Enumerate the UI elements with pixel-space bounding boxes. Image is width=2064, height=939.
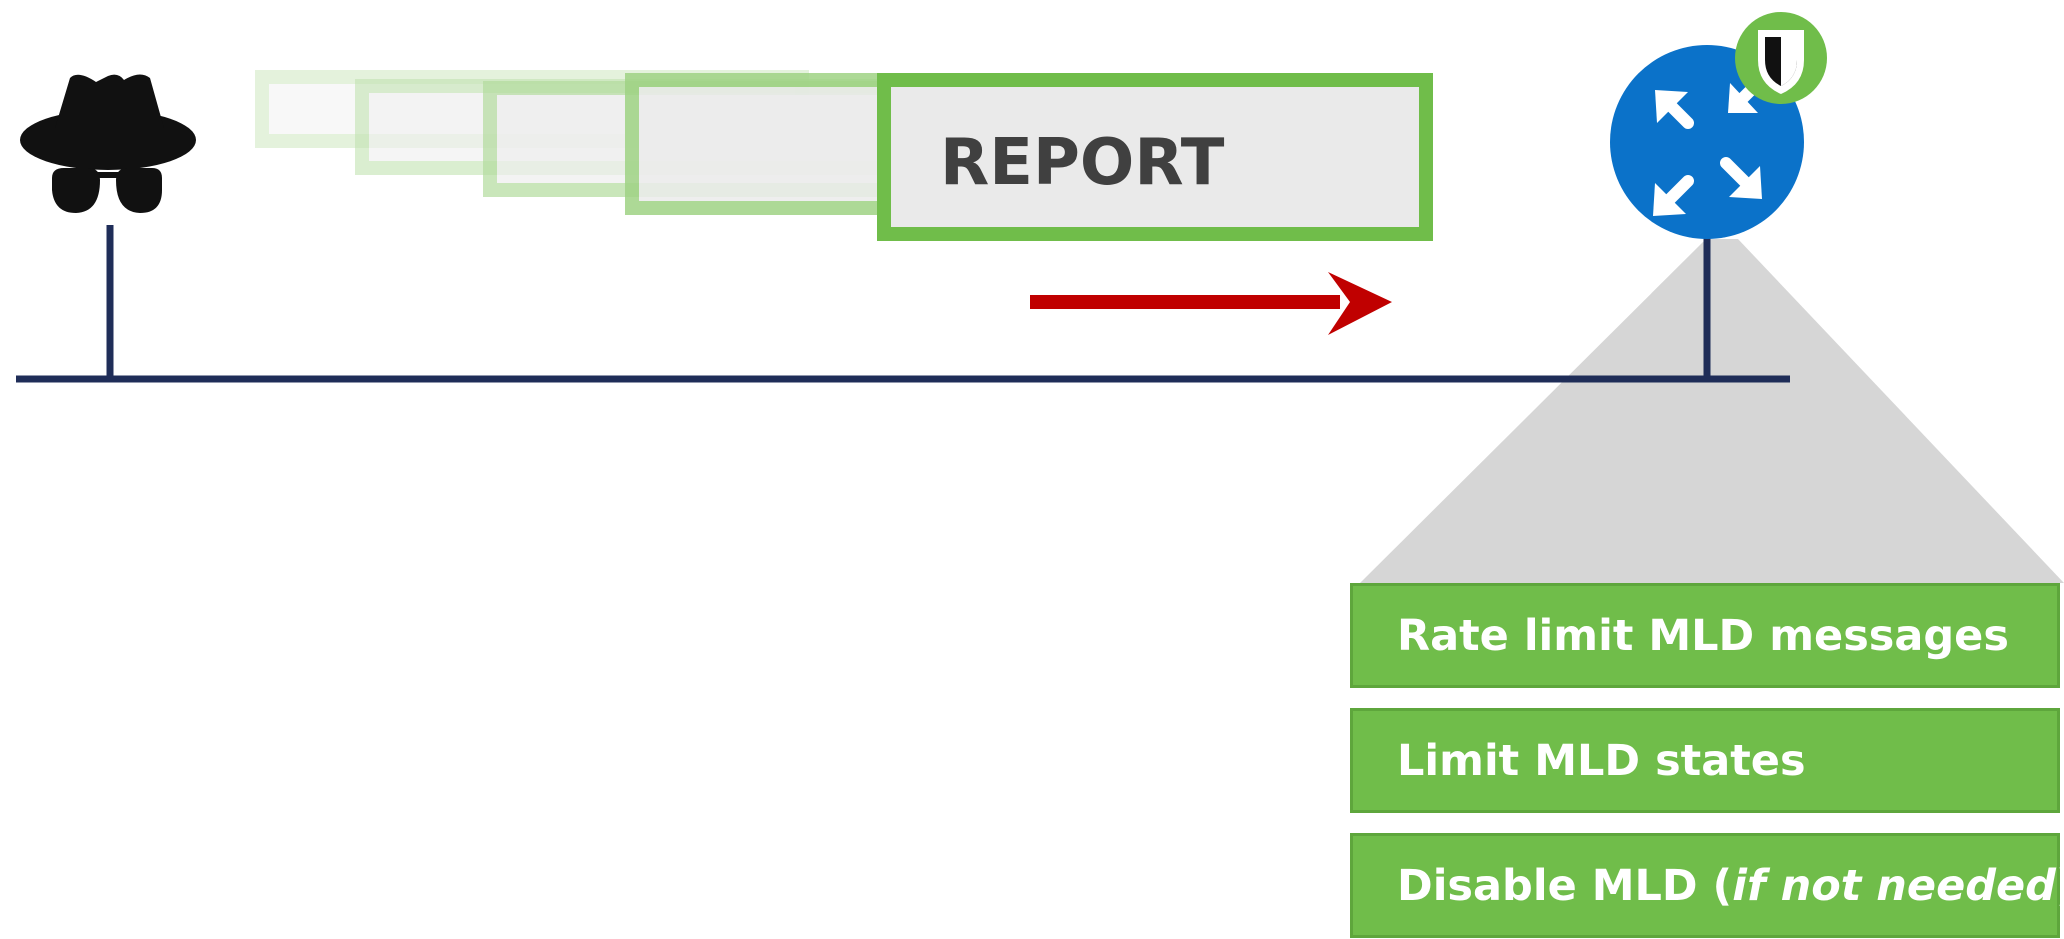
mitigation-label: Limit MLD states [1397, 735, 1806, 786]
report-label: REPORT [940, 126, 1225, 200]
mitigation-label: Rate limit MLD messages [1397, 610, 2009, 661]
mitigation-disable-mld: Disable MLD (if not needed) [1350, 833, 2064, 938]
mitigation-rate-limit: Rate limit MLD messages [1350, 583, 2060, 688]
mitigation-label-suffix: ) [2056, 861, 2064, 911]
direction-arrow [1030, 272, 1392, 335]
hacker-icon [20, 74, 196, 213]
mitigation-limit-states: Limit MLD states [1350, 708, 2060, 813]
callout-cone [1360, 239, 2064, 583]
mitigation-label-prefix: Disable MLD ( [1397, 860, 1733, 911]
report-message [877, 73, 1433, 241]
shield-icon [1735, 12, 1827, 104]
mitigation-label-emphasis: if not needed [1732, 860, 2056, 911]
